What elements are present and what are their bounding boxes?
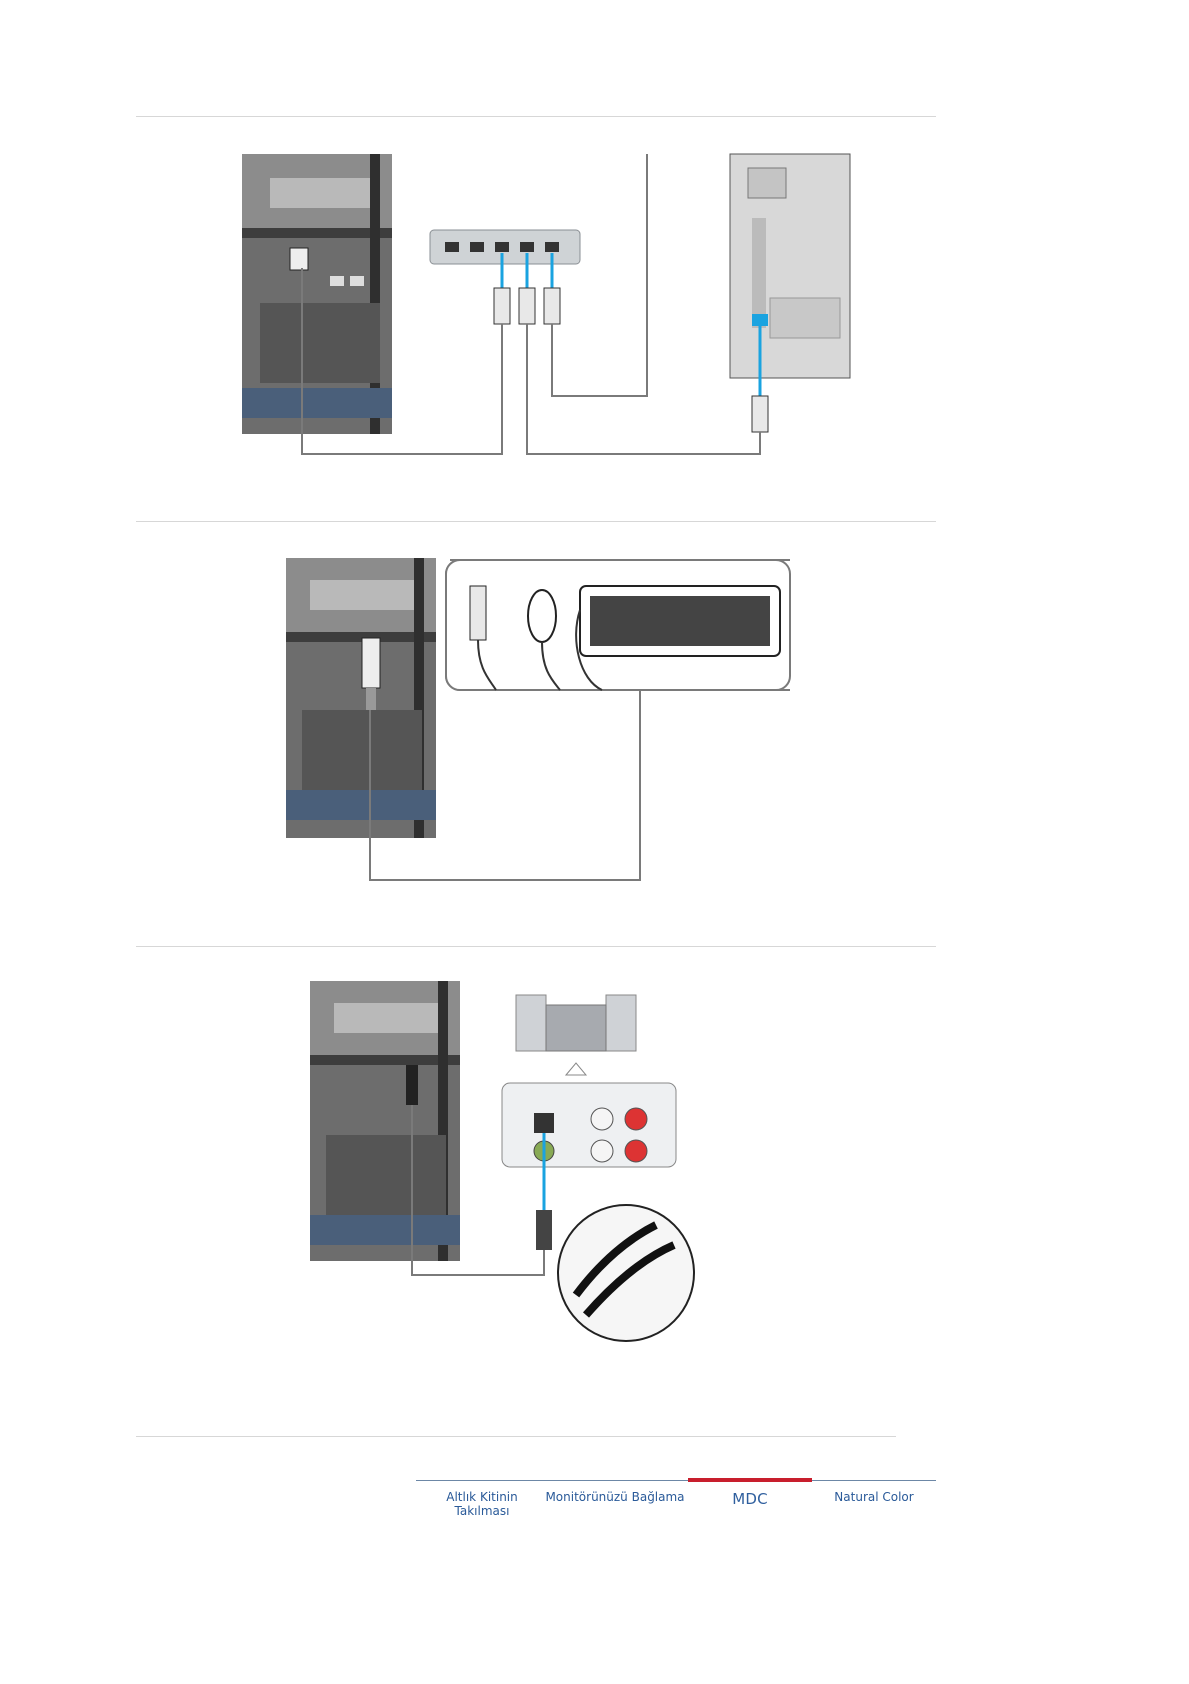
separator-bottom [136, 1436, 896, 1437]
nav-item-mdc[interactable]: MDC [688, 1492, 812, 1506]
monitor-back-panel [286, 558, 436, 838]
nav-item-label-line2: Takılması [426, 1504, 538, 1518]
network-hub [430, 230, 580, 264]
monitor-back-panel [310, 981, 460, 1261]
rj45-plugs [494, 288, 560, 324]
separator-3 [136, 946, 936, 947]
nav-item-label: MDC [688, 1492, 812, 1506]
separator-top [136, 116, 936, 117]
nav-item-altlik-kitinin[interactable]: Altlık Kitinin Takılması [426, 1490, 538, 1518]
bottom-navigation: Altlık Kitinin Takılması Monitörünüzü Ba… [416, 1478, 936, 1538]
pc-tower [730, 154, 850, 378]
nav-divider [416, 1480, 936, 1481]
nav-item-natural-color[interactable]: Natural Color [812, 1490, 936, 1504]
optical-audio-connection [306, 975, 706, 1355]
nav-item-label: Monitörünüzü Bağlama [542, 1490, 688, 1504]
nav-item-monitorunuzu-baglama[interactable]: Monitörünüzü Bağlama [542, 1490, 688, 1504]
nav-item-label: Natural Color [812, 1490, 936, 1504]
nav-active-indicator [688, 1478, 812, 1482]
stereo-system-icon [516, 995, 636, 1051]
audio-input-panel [502, 1083, 676, 1167]
usb-keyboard-mouse-connection [280, 550, 800, 890]
nav-item-label: Altlık Kitinin [426, 1490, 538, 1504]
separator-2 [136, 521, 936, 522]
network-lan-connection [230, 148, 880, 478]
monitor-back-panel [242, 154, 392, 434]
optical-cable-closeup [558, 1205, 694, 1341]
